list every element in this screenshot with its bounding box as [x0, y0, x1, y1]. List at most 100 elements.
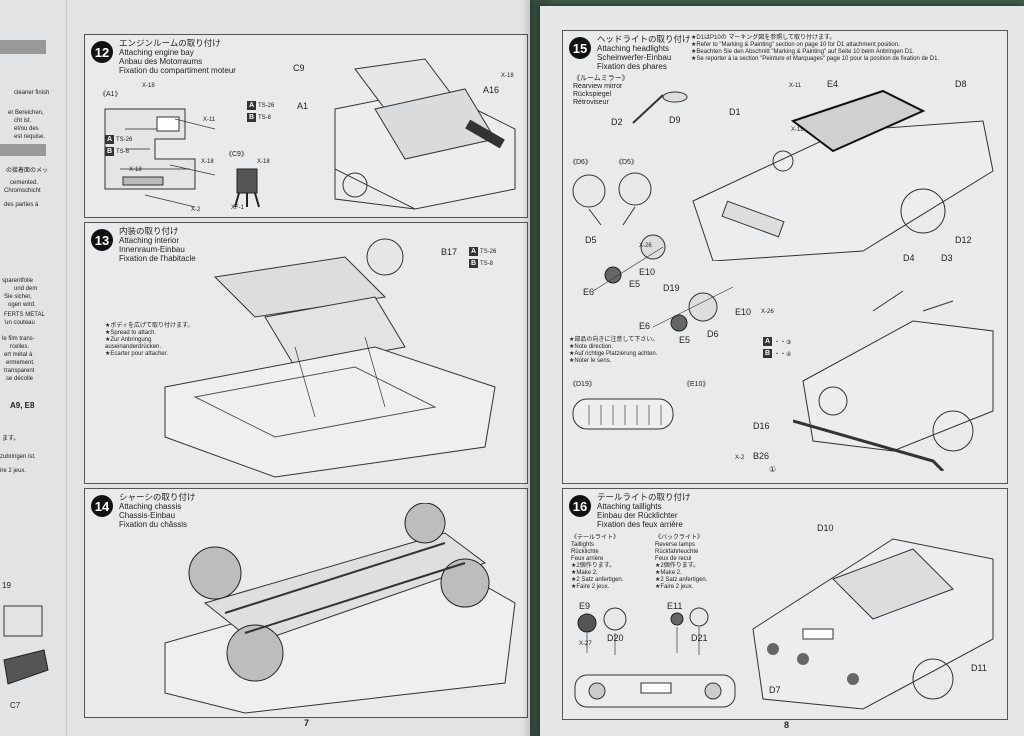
- step-14-panel: 14 シャーシの取り付け Attaching chassis Chassis-E…: [84, 488, 528, 718]
- part-label: X-26: [639, 243, 652, 249]
- title-en: Attaching engine bay: [119, 48, 194, 57]
- step-16-panel: 16 テールライトの取り付け Attaching taillights Einb…: [562, 488, 1008, 720]
- part-label: X-18: [129, 167, 142, 173]
- mirror-part-drawing: [623, 87, 693, 127]
- step-number-badge: 15: [569, 37, 591, 59]
- edge-text: Sie sicher,: [4, 294, 32, 300]
- edge-text: ermement.: [6, 360, 35, 366]
- part-label: B26: [753, 451, 770, 461]
- grille-part-drawing: [569, 391, 679, 441]
- edge-text: transparent: [4, 368, 35, 374]
- part-label: A16: [483, 85, 500, 95]
- rearview-mirror-caption: 《ルームミラー》 Rearview mirror Rückspiegel Rét…: [573, 75, 629, 106]
- step-12-panel: 12 エンジンルームの取り付け Attaching engine bay Anb…: [84, 34, 528, 218]
- page-number: 7: [304, 718, 310, 728]
- title-en: Attaching headlights: [597, 44, 670, 53]
- edge-text: et/ou des: [14, 126, 39, 132]
- edge-text: er Bereichen,: [8, 110, 44, 116]
- title-en: Attaching taillights: [597, 502, 662, 511]
- subassembly-label: 《C9》: [225, 151, 248, 158]
- paint-code-B: B・・④: [763, 349, 792, 358]
- edge-text: zubringen ist.: [0, 454, 36, 460]
- edge-text: A9, E8: [10, 401, 35, 410]
- page-edge-line: [66, 0, 67, 736]
- title-de: Chassis-Einbau: [119, 511, 176, 520]
- subassembly-label: 《D5》: [615, 159, 638, 166]
- part-label: X-11: [203, 117, 216, 123]
- interior-drawing: [155, 237, 525, 481]
- edge-text: se décolle: [6, 376, 34, 382]
- part-label: D5: [585, 235, 597, 245]
- part-label: X-18: [201, 159, 214, 165]
- step-heading: ヘッドライトの取り付け Attaching headlights Scheinw…: [597, 34, 691, 72]
- part-label: E6: [639, 321, 651, 331]
- step-heading: テールライトの取り付け Attaching taillights Einbau …: [597, 492, 691, 530]
- edge-text: FERTS METAL: [4, 312, 45, 318]
- part-label: E5: [629, 279, 641, 289]
- edge-text: 'un couteau: [4, 320, 35, 326]
- title-jp: テールライトの取り付け: [597, 492, 691, 502]
- edge-text: C7: [10, 701, 21, 710]
- lamp-parts-drawing: [571, 603, 731, 663]
- title-fr: Fixation des feux arrière: [597, 520, 683, 529]
- part-label: X-18: [257, 159, 270, 165]
- title-de: Scheinwerfer-Einbau: [597, 53, 672, 62]
- part-label: D9: [669, 115, 681, 125]
- edge-text: le film trans-: [2, 336, 35, 342]
- part-label: E6: [583, 287, 595, 297]
- rear-panel-drawing: [571, 669, 741, 713]
- subassembly-label: 《D19》: [569, 381, 596, 388]
- part-label: D4: [903, 253, 915, 263]
- step-number-badge: 14: [91, 495, 113, 517]
- part-label: X-11: [789, 83, 802, 89]
- part-label: D3: [941, 253, 953, 263]
- edge-text: Chromschicht: [4, 188, 41, 194]
- part-label: D20: [607, 633, 624, 643]
- car-rear-drawing: [743, 509, 1005, 715]
- title-de: Einbau der Rücklichter: [597, 511, 678, 520]
- edge-text: cht ist.: [14, 118, 32, 124]
- page-number: 8: [784, 720, 790, 730]
- part-label: A1: [297, 101, 309, 111]
- title-de: Innenraum-Einbau: [119, 245, 185, 254]
- edge-text: ire 2 jeux.: [0, 468, 27, 474]
- part-label: D1: [729, 107, 741, 117]
- title-jp: シャーシの取り付け: [119, 492, 196, 502]
- edge-part-sketch: [3, 605, 49, 685]
- part-label: D10: [817, 523, 834, 533]
- reverse-lamps-caption: 《バックライト》 Reverse lamps Rückfahrleuchte F…: [655, 535, 708, 590]
- edge-text: ogen wird.: [8, 302, 36, 308]
- part-label: D19: [663, 283, 680, 293]
- step-number-badge: 13: [91, 229, 113, 251]
- edge-text: rcelles.: [10, 344, 30, 350]
- part-label: X-27: [579, 641, 592, 647]
- part-label: D21: [691, 633, 708, 643]
- part-label: D11: [971, 663, 987, 673]
- headlight-assembly-drawing: [593, 227, 743, 337]
- step-heading: 内装の取り付け Attaching interior Innenraum-Ein…: [119, 227, 196, 264]
- title-jp: ヘッドライトの取り付け: [597, 34, 691, 44]
- edge-grey-bar: [0, 40, 46, 54]
- edge-text: cemented.: [10, 180, 39, 186]
- part-label: X-18: [791, 127, 804, 133]
- step-number-badge: 12: [91, 41, 113, 63]
- edge-text: 19: [2, 581, 11, 590]
- part-label: D8: [955, 79, 967, 89]
- previous-page-edge-strip: cleaner finish er Bereichen, cht ist. et…: [0, 30, 62, 720]
- edge-text: の接着面のメッ: [6, 168, 49, 174]
- part-label: X-2: [191, 207, 201, 213]
- left-page: cleaner finish er Bereichen, cht ist. et…: [0, 0, 530, 736]
- taillights-caption: 《テールライト》 Taillights Rücklichte Feux arri…: [571, 535, 624, 590]
- part-label: X-18: [501, 73, 514, 79]
- part-label: X-18: [142, 83, 155, 89]
- part-label: X-26: [761, 309, 774, 315]
- step-number-badge: 16: [569, 495, 591, 517]
- paint-code-A: A・・③: [763, 337, 792, 346]
- edge-text: ert métal à: [4, 352, 33, 358]
- part-label: E10: [639, 267, 656, 277]
